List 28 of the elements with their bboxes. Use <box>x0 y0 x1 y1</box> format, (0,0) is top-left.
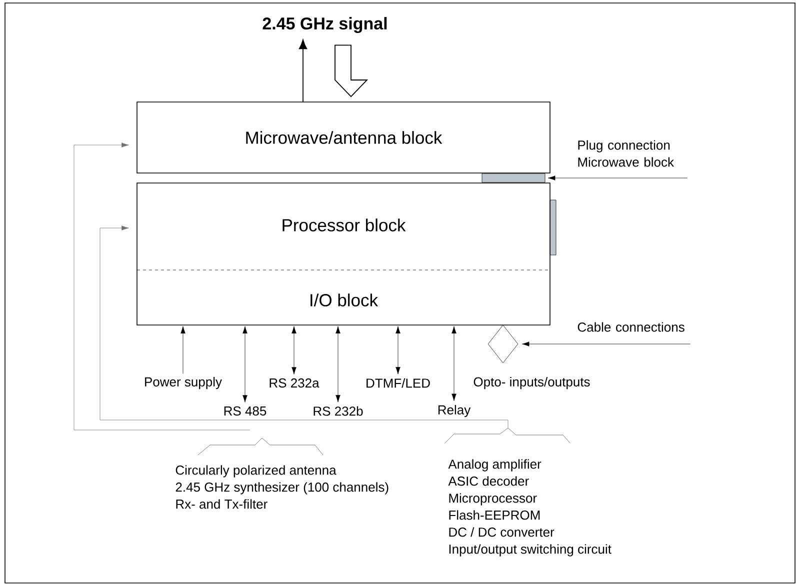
arrow <box>180 326 186 374</box>
component-list: Analog amplifier ASIC decoder Microprocessor Flash-EEPROM DC / DC converter Input/output switching circuit <box>448 459 612 556</box>
port-label: RS 232b <box>314 406 363 416</box>
callout-text: Cable connections <box>578 322 684 332</box>
port-label: RS 232a <box>270 378 320 388</box>
arrow <box>452 326 456 401</box>
plug-connector <box>482 173 546 183</box>
arrow <box>396 326 400 374</box>
opto-label: Opto- inputs/outputs <box>474 376 590 390</box>
arrow <box>334 44 368 98</box>
callout-text: Plug connection Microwave block <box>578 140 674 167</box>
block-box: Processor block I/O block <box>136 182 550 326</box>
arrow <box>242 326 248 402</box>
port-label: DTMF/LED <box>366 378 430 388</box>
arrow <box>74 142 250 430</box>
component-list: Circularly polarized antenna 2.45 GHz synthesizer (100 channels) Rx- and Tx-filter <box>176 465 388 509</box>
arrow <box>292 326 296 374</box>
port-label: Relay <box>438 404 471 418</box>
arrow <box>100 226 508 428</box>
arrow <box>298 39 308 102</box>
cable-connector <box>488 324 518 364</box>
signal-label: 2.45 GHz signal <box>262 17 387 33</box>
arrow <box>522 342 691 346</box>
port-label: RS 485 <box>224 406 266 416</box>
arrow <box>336 326 340 402</box>
arrow <box>548 176 688 180</box>
block-box: Microwave/antenna block <box>136 102 550 174</box>
port-label: Power supply <box>145 376 222 390</box>
